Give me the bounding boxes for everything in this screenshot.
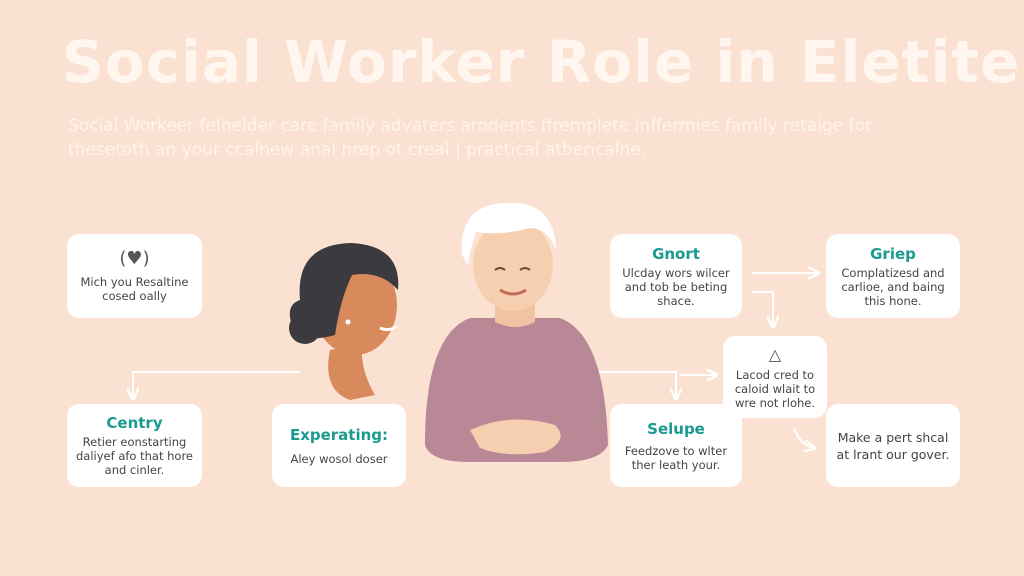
card-text: Feedzove to wlter ther leath your.	[624, 443, 728, 472]
connector-arrow	[598, 371, 676, 398]
heart-hands-icon: (♥)	[119, 248, 150, 269]
woman-illustration	[289, 243, 399, 400]
card-text: Ulcday wors wilcer and tob be beting sha…	[622, 265, 730, 308]
warning-triangle-icon: △	[768, 344, 782, 364]
card-experating: Experating: Aley wosol doser	[272, 404, 406, 487]
card-title: Griep	[870, 244, 916, 263]
card-gnort: Gnort Ulcday wors wilcer and tob be beti…	[610, 234, 742, 318]
card-lacod: △ Lacod cred to caloid wlait to wre not …	[723, 336, 827, 418]
card-title: Selupe	[647, 419, 705, 438]
card-make: Make a pert shcal at lrant our gover.	[826, 404, 960, 487]
card-title: Experating:	[289, 425, 389, 444]
card-selupe: Selupe Feedzove to wlter ther leath your…	[610, 404, 742, 487]
connector-arrow	[793, 427, 814, 448]
connector-arrow	[752, 291, 773, 326]
card-care: (♥) Mich you Resaltine cosed oally	[67, 234, 202, 318]
card-centry: Centry Retier eonstarting daliyef afo th…	[67, 404, 202, 487]
card-title: Centry	[106, 414, 163, 432]
page-subtitle: Social Workeer felnelder care family adv…	[68, 116, 872, 160]
card-text: Retier eonstarting daliyef afo that hore…	[76, 435, 193, 477]
elderly-man-illustration	[425, 202, 608, 462]
card-griep: Griep Complatizesd and carlioe, and bain…	[826, 234, 960, 318]
card-text: Complatizesd and carlioe, and baing this…	[841, 265, 945, 308]
card-title: Gnort	[652, 244, 700, 263]
card-text: Lacod cred to caloid wlait to wre not rl…	[734, 367, 816, 410]
card-text: Aley wosol doser	[290, 451, 388, 466]
card-text: Mich you Resaltine cosed oally	[80, 275, 189, 303]
page-title: Social Worker Role in Eletite	[62, 28, 1021, 96]
card-text: Make a pert shcal at lrant our gover.	[836, 429, 950, 462]
connector-arrow	[133, 371, 300, 398]
